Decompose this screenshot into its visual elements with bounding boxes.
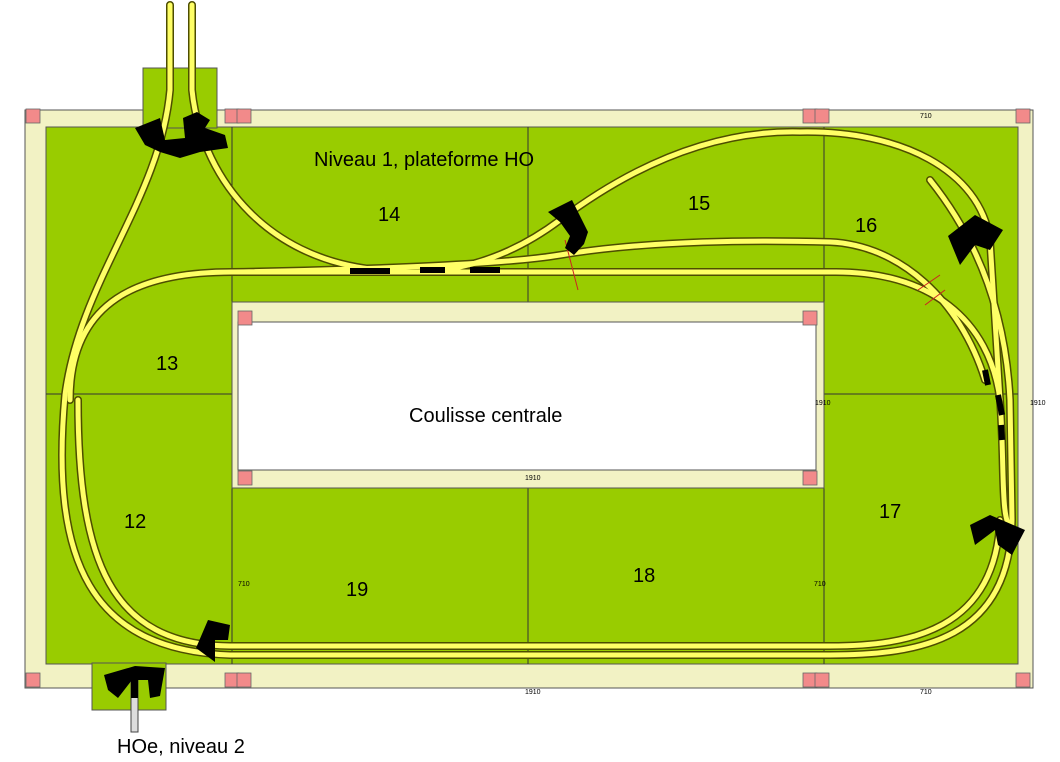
- dim-left-inner: 710: [238, 581, 250, 588]
- bottom-title: HOe, niveau 2: [117, 736, 245, 758]
- dim-bottom-right: 710: [920, 689, 932, 696]
- module-number-14: 14: [378, 204, 400, 226]
- bumper-icon: [104, 666, 165, 698]
- bumper-icon: [548, 200, 588, 255]
- module-number-17: 17: [879, 501, 901, 523]
- dim-top-right: 710: [920, 113, 932, 120]
- module-number-15: 15: [688, 193, 710, 215]
- module-number-16: 16: [855, 215, 877, 237]
- tracks: [58, 1, 1017, 733]
- bumper-icon: [970, 515, 1025, 555]
- bumper-icon: [196, 620, 230, 662]
- turnout-marks: [350, 267, 1005, 441]
- module-dividers: [46, 127, 1018, 664]
- coulisse-interior: [237, 321, 817, 471]
- platform-title: Niveau 1, plateforme HO: [314, 149, 534, 171]
- dim-right-side: 1910: [1030, 400, 1046, 407]
- module-number-13: 13: [156, 353, 178, 375]
- bumper-icon: [135, 112, 228, 158]
- dim-right-inner: 710: [814, 581, 826, 588]
- module-number-18: 18: [633, 565, 655, 587]
- center-title: Coulisse centrale: [409, 405, 562, 427]
- bumper-icon: [948, 215, 1003, 265]
- bumper-icons: [104, 112, 1025, 698]
- dim-bottom-center: 1910: [525, 689, 541, 696]
- dim-inner-right: 1910: [815, 400, 831, 407]
- dim-inner-bottom: 1910: [525, 475, 541, 482]
- module-number-19: 19: [346, 579, 368, 601]
- module-number-12: 12: [124, 511, 146, 533]
